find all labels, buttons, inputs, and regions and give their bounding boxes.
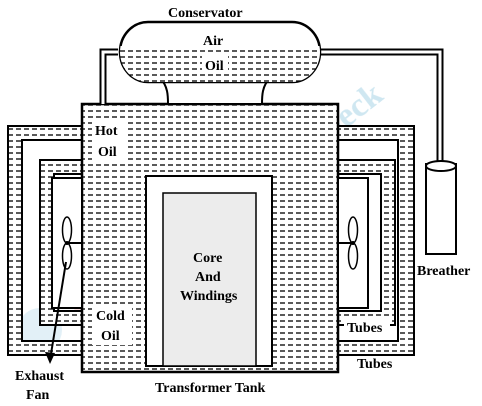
hot-oil-label-bg	[92, 121, 126, 161]
cold-oil-label: Oil	[101, 329, 120, 344]
core-label: Core	[193, 251, 222, 266]
exhaust-arrow	[45, 261, 67, 364]
transformer-tank-label: Transformer Tank	[155, 381, 266, 396]
exhaust-label: Exhaust	[15, 369, 64, 384]
right-fan-icon	[338, 216, 359, 270]
fan-label: Fan	[26, 388, 50, 403]
left-fan-icon	[61, 216, 82, 270]
conservator-label: Conservator	[168, 6, 243, 21]
hot-oil-label: Oil	[98, 145, 117, 160]
and-label: And	[195, 270, 221, 285]
conservator-pipe-left-inner	[101, 50, 118, 104]
conservator-oil-label-bg	[202, 56, 228, 74]
breather-label: Breather	[417, 264, 470, 279]
cold-label: Cold	[96, 309, 125, 324]
tubes-inner-label: Tubes	[347, 321, 383, 336]
breather-body	[425, 163, 457, 255]
core-block	[162, 192, 257, 367]
conservator-oil-label: Oil	[205, 59, 224, 74]
windings-label: Windings	[180, 289, 238, 304]
conservator-air-label-bg	[200, 32, 228, 48]
tubes-outer-label: Tubes	[357, 357, 393, 372]
conservator-pipe-left	[99, 48, 118, 104]
breather-top	[425, 160, 457, 172]
tubes-inner-label-bg	[344, 317, 390, 337]
hot-label: Hot	[95, 124, 118, 139]
breather-pipe-inner	[320, 50, 442, 166]
air-label: Air	[203, 34, 223, 49]
cold-oil-label-bg	[92, 305, 132, 345]
